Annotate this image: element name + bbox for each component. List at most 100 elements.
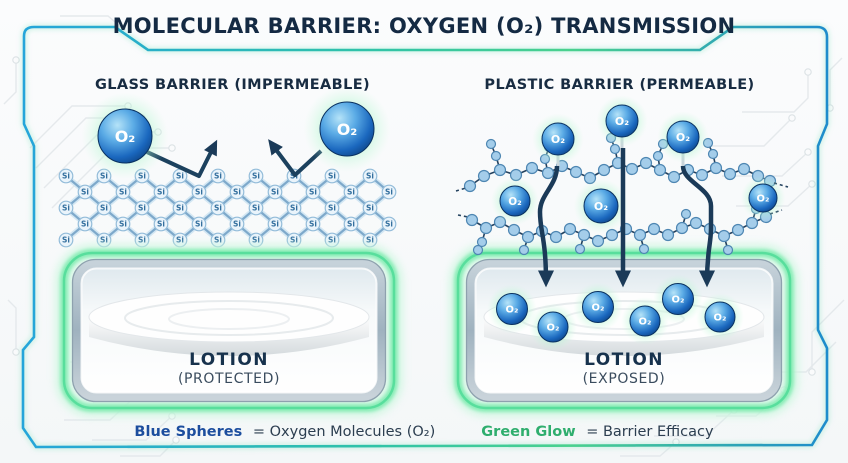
o2-molecule-label: O₂ bbox=[594, 200, 608, 213]
si-atom bbox=[305, 184, 321, 200]
o2-molecule: O₂ bbox=[487, 284, 537, 334]
polymer-bead bbox=[695, 168, 709, 182]
si-atom-label: Si bbox=[119, 220, 127, 229]
polymer-bead bbox=[653, 163, 667, 177]
legend: Blue Spheres = Oxygen Molecules (O₂) Gre… bbox=[0, 424, 848, 440]
si-atom bbox=[191, 184, 207, 200]
circuit-node bbox=[12, 56, 20, 64]
si-atom bbox=[324, 200, 340, 216]
polymer-bead bbox=[518, 244, 530, 256]
molecule-body bbox=[537, 311, 569, 343]
barrier-glow bbox=[62, 251, 396, 410]
circuit-trace bbox=[620, 441, 677, 457]
si-atom-label: Si bbox=[233, 188, 241, 197]
polymer-bead bbox=[577, 228, 591, 242]
si-atom bbox=[172, 200, 188, 216]
polymer-bead bbox=[541, 166, 555, 180]
si-atom-label: Si bbox=[366, 236, 374, 245]
molecule-body bbox=[605, 104, 639, 138]
circuit-trace bbox=[3, 60, 17, 105]
polymer-bead bbox=[722, 244, 734, 256]
polymer-bead bbox=[639, 156, 653, 170]
circuit-node bbox=[168, 144, 176, 152]
legend-item-green-glow: Green Glow = Barrier Efficacy bbox=[481, 424, 713, 440]
si-atom bbox=[362, 200, 378, 216]
molecule-body bbox=[97, 108, 153, 164]
o2-molecule: O₂ bbox=[573, 178, 629, 234]
si-atom bbox=[77, 216, 93, 232]
o2-molecule-label: O₂ bbox=[757, 194, 770, 205]
right-container-label: LOTION (EXPOSED) bbox=[484, 350, 764, 387]
molecule-body bbox=[629, 305, 661, 337]
polymer-bead bbox=[574, 243, 586, 255]
chain-continuation-dashes bbox=[457, 214, 469, 218]
si-atom-label: Si bbox=[214, 204, 222, 213]
si-atom bbox=[134, 200, 150, 216]
molecule-body bbox=[704, 301, 736, 333]
legend-desc-green: = Barrier Efficacy bbox=[586, 424, 714, 440]
o2-molecule-label: O₂ bbox=[672, 295, 685, 306]
o2-molecule: O₂ bbox=[573, 282, 623, 332]
polymer-bead bbox=[597, 163, 611, 177]
deflection-arrows bbox=[146, 139, 323, 178]
o2-molecule: O₂ bbox=[532, 113, 584, 165]
polymer-bead bbox=[633, 228, 647, 242]
circuit-node bbox=[804, 148, 812, 156]
polymer-bead bbox=[563, 222, 577, 236]
si-atom-label: Si bbox=[138, 236, 146, 245]
molecule-body bbox=[748, 183, 778, 213]
circuit-trace bbox=[120, 439, 177, 457]
si-atom-label: Si bbox=[214, 172, 222, 181]
si-atom-label: Si bbox=[385, 220, 393, 229]
o2-molecule: O₂ bbox=[653, 274, 703, 324]
polymer-bead bbox=[737, 162, 751, 176]
left-container-label: LOTION (PROTECTED) bbox=[89, 350, 369, 387]
si-atom-label: Si bbox=[328, 172, 336, 181]
si-atom bbox=[210, 168, 226, 184]
circuit-node bbox=[172, 436, 180, 444]
si-atom bbox=[286, 200, 302, 216]
si-atom bbox=[58, 232, 74, 248]
polymer-bead bbox=[477, 169, 491, 183]
o2-molecule-label: O₂ bbox=[115, 127, 136, 146]
legend-term-green: Green Glow bbox=[481, 424, 576, 440]
si-atom-label: Si bbox=[62, 204, 70, 213]
o2-molecule-label: O₂ bbox=[639, 317, 652, 328]
si-atom-label: Si bbox=[62, 172, 70, 181]
lotion-name: LOTION bbox=[189, 350, 269, 370]
si-atom-label: Si bbox=[214, 236, 222, 245]
si-atom-label: Si bbox=[176, 236, 184, 245]
molecule-body bbox=[662, 283, 694, 315]
polymer-bead bbox=[472, 244, 484, 256]
o2-molecule: O₂ bbox=[491, 177, 539, 225]
si-atom bbox=[115, 184, 131, 200]
polymer-bead bbox=[717, 229, 731, 243]
polymer-bead bbox=[709, 161, 723, 175]
si-atom-label: Si bbox=[252, 236, 260, 245]
o2-molecule-label: O₂ bbox=[547, 323, 560, 334]
o2-molecule-label: O₂ bbox=[506, 305, 519, 316]
o2-molecule-label: O₂ bbox=[551, 133, 565, 146]
si-atom bbox=[58, 200, 74, 216]
circuit-node bbox=[808, 180, 816, 188]
si-atom bbox=[115, 216, 131, 232]
si-atom bbox=[153, 216, 169, 232]
circuit-node bbox=[808, 368, 816, 376]
lotion-state: (EXPOSED) bbox=[582, 371, 666, 387]
o2-molecule: O₂ bbox=[81, 92, 169, 180]
permeation-arrows bbox=[537, 137, 716, 288]
si-atom bbox=[210, 200, 226, 216]
circuit-trace bbox=[7, 299, 17, 352]
polymer-bead bbox=[476, 236, 488, 248]
polymer-bead bbox=[521, 230, 535, 244]
polymer-bead bbox=[490, 150, 502, 162]
si-atom-label: Si bbox=[62, 236, 70, 245]
si-atom-label: Si bbox=[385, 188, 393, 197]
si-atom bbox=[248, 168, 264, 184]
si-atom-label: Si bbox=[157, 220, 165, 229]
si-atom-label: Si bbox=[309, 188, 317, 197]
